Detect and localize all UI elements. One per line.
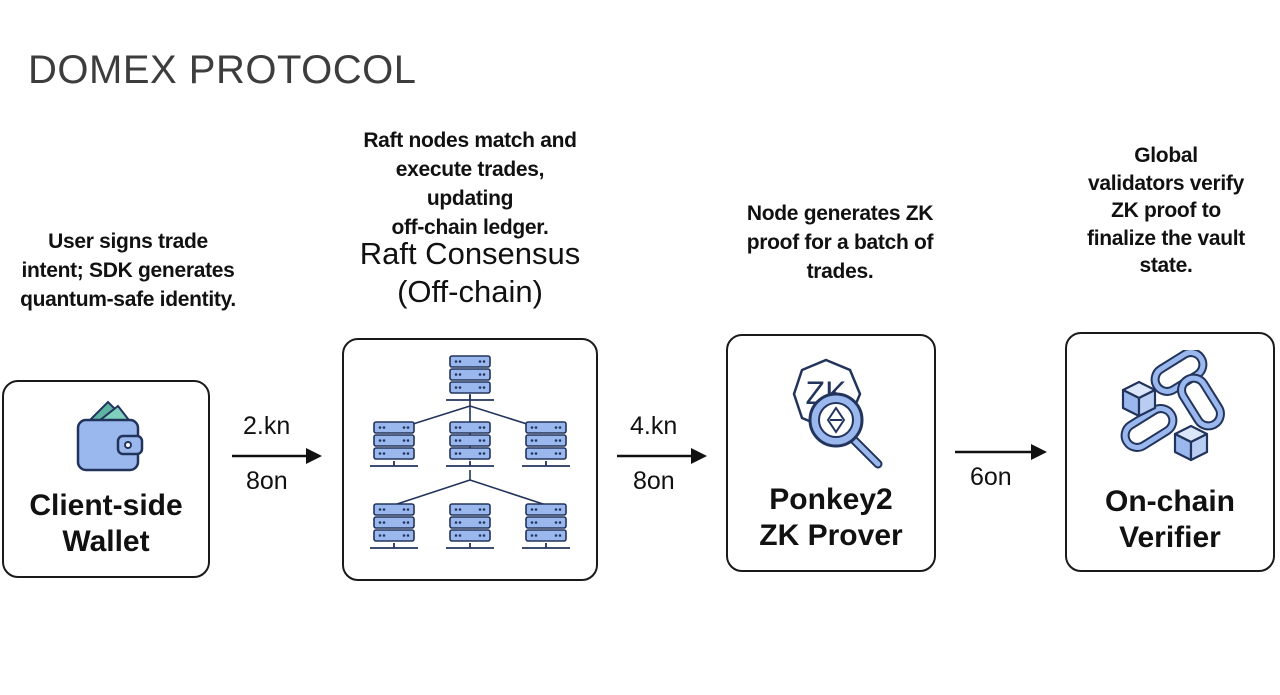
step3-description: Node generates ZK proof for a batch of t… [746,202,934,283]
arrow2-top-label: 4.kn [630,412,678,440]
verifier-label: On-chain Verifier [1104,485,1235,554]
client-wallet-box: Client-side Wallet [2,380,210,578]
server-icon [370,421,418,467]
step2-description: Raft nodes match and execute trades, upd… [363,129,577,239]
server-icon [522,421,570,467]
arrow3 [955,442,1049,462]
server-icon [522,503,570,549]
onchain-verifier-box: On-chain Verifier [1065,332,1275,572]
arrow1-bottom-label: 8on [246,467,288,495]
step1-description: User signs trade intent; SDK generates q… [20,230,236,311]
zk-magnifier-icon: ZK [790,358,890,470]
step4-description: Global validators verify ZK proof to fin… [1087,144,1245,277]
wallet-icon [74,398,146,474]
chain-link-icon [1109,350,1235,470]
server-icon [370,503,418,549]
network-link [469,479,547,506]
page-title: DOMEX PROTOCOL [28,48,417,92]
arrow3-bottom-label: 6on [970,463,1012,491]
server-icon [446,355,494,401]
raft-consensus-box [342,338,598,581]
zk-prover-label: Ponkey2 ZK Prover [759,483,903,552]
server-icon [446,503,494,549]
arrow2 [617,446,709,466]
arrow1 [232,446,324,466]
arrow2-bottom-label: 8on [633,467,675,495]
server-icon [446,421,494,467]
network-link [393,479,471,506]
server-network-icon [370,355,570,549]
step2-heading: Raft Consensus (Off-chain) [359,236,581,309]
zk-prover-box: ZK Ponkey2 ZK Prover [726,334,936,572]
wallet-label: Client-side Wallet [29,489,183,558]
arrow1-top-label: 2.kn [243,412,291,440]
